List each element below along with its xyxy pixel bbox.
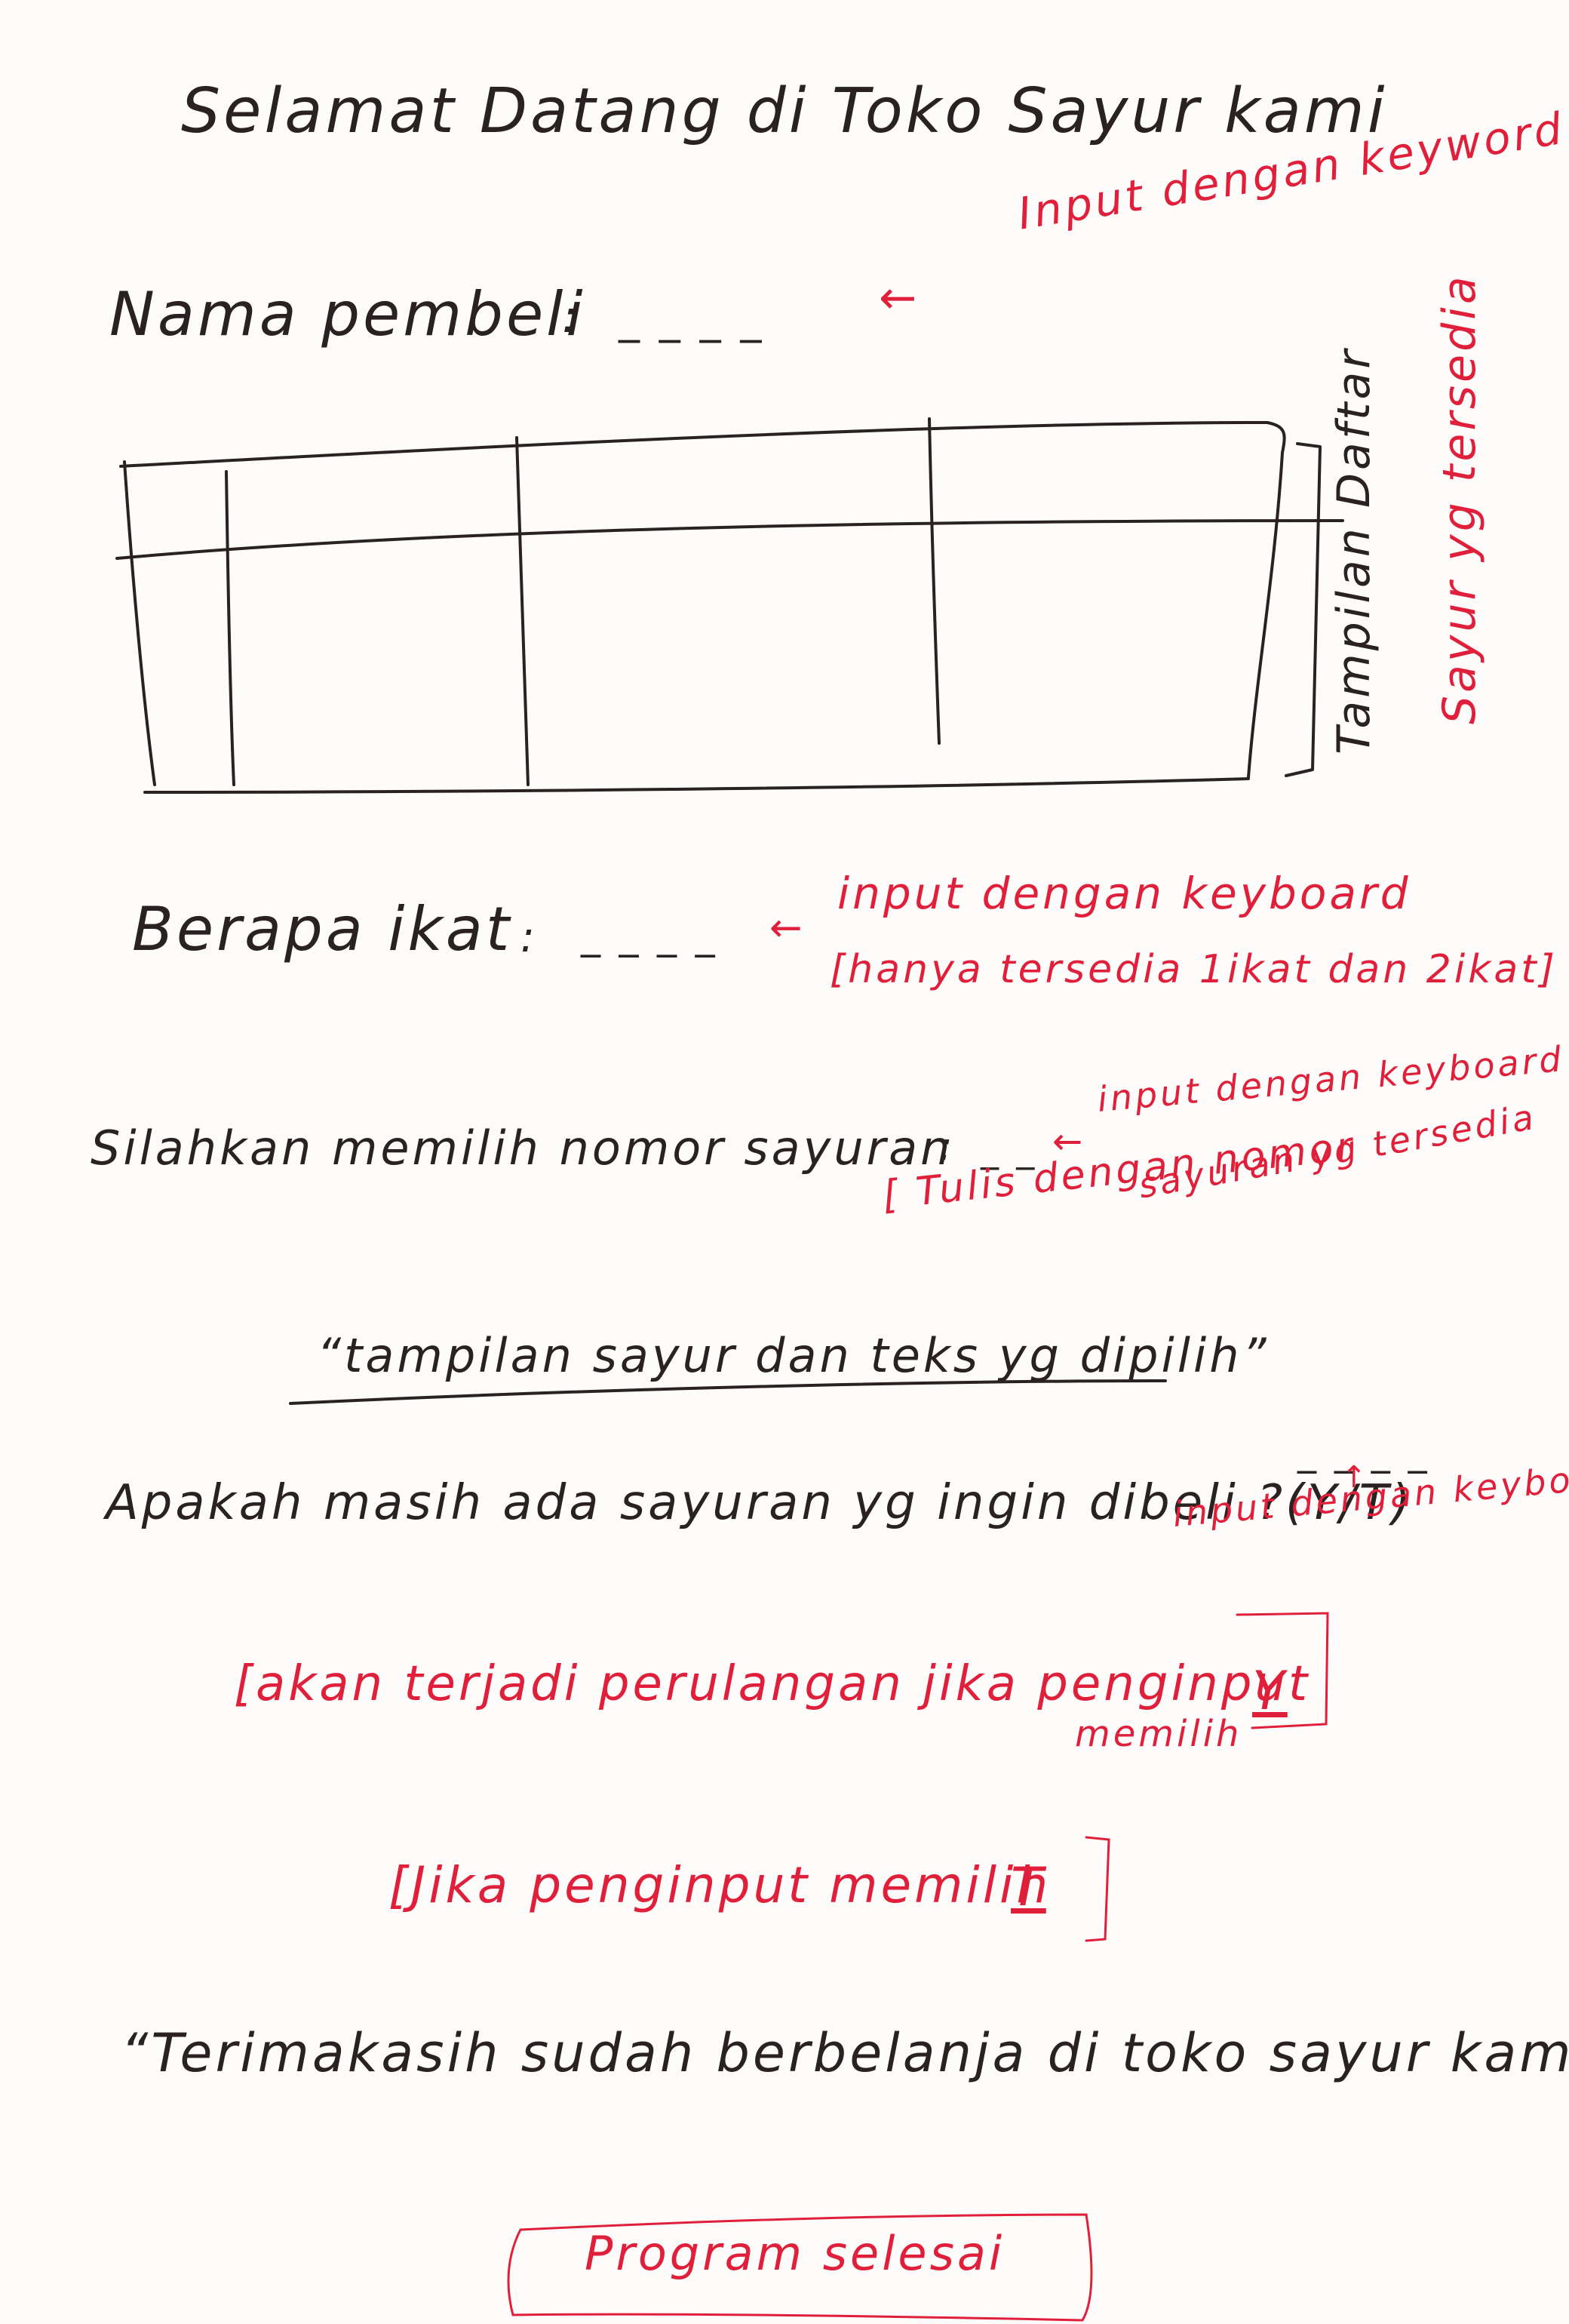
bundles-colon: :	[520, 913, 538, 962]
table-right-border	[1247, 451, 1284, 779]
more-question-label: Apakah masih ada sayuran yg ingin dibeli…	[106, 1475, 1414, 1531]
bundles-label: Berapa ikat	[132, 894, 513, 964]
exit-note-choice: T	[1011, 1856, 1046, 1918]
buyer-input-blank[interactable]: _ _ _ _	[619, 294, 765, 343]
bundles-note: input dengan keyboard	[837, 868, 1411, 919]
loop-note-line2: memilih	[1075, 1713, 1242, 1755]
end-label: Program selesai	[585, 2226, 1006, 2281]
table-col-1	[225, 470, 235, 786]
table-left-border	[123, 460, 156, 786]
thanks-message: “Terimakasih sudah berbelanja di toko sa…	[121, 2022, 1569, 2084]
vegetable-table	[115, 417, 1344, 794]
table-side-bracket	[1285, 442, 1322, 777]
buyer-label: Nama pembeli	[109, 279, 586, 349]
table-top-border	[119, 421, 1286, 468]
loop-note-bracket	[1236, 1612, 1329, 1729]
bundles-arrow-icon: ←	[769, 905, 806, 951]
veg-number-label: Silahkan memilih nomor sayuran	[91, 1120, 953, 1176]
exit-note-bracket	[1085, 1836, 1110, 1942]
end-box	[507, 2213, 1093, 2322]
table-note-line2: Sayur yg tersedia	[1433, 273, 1486, 724]
page-title: Selamat Datang di Toko Sayur kami	[181, 75, 1388, 147]
table-col-3	[928, 417, 941, 745]
veg-number-input-blank[interactable]: _ _	[981, 1128, 1038, 1170]
display-placeholder: “tampilan sayur dan teks yg dipilih”	[317, 1328, 1270, 1383]
exit-note-text: [Jika penginput memilih	[388, 1856, 1052, 1914]
loop-note-line1: [akan terjadi perulangan jika penginput	[234, 1656, 1311, 1712]
more-question-arrow-icon: ↑	[1341, 1460, 1370, 1495]
table-note-line1: Tampilan Daftar	[1328, 347, 1380, 755]
placeholder-underline	[289, 1379, 1167, 1405]
veg-number-arrow-icon: ←	[1052, 1120, 1086, 1163]
bundles-constraint: [hanya tersedia 1ikat dan 2ikat]	[830, 947, 1558, 992]
buyer-arrow-icon: ←	[879, 272, 920, 324]
bundles-input-blank[interactable]: _ _ _ _	[581, 913, 718, 958]
buyer-colon: :	[562, 290, 581, 343]
more-question-input-blank[interactable]: _ _ _ _	[1297, 1430, 1430, 1474]
table-header-line	[115, 519, 1344, 560]
loop-note-choice: Y	[1252, 1660, 1288, 1722]
table-col-2	[515, 436, 530, 786]
table-bottom-border	[143, 777, 1250, 794]
veg-number-colon: :	[939, 1124, 956, 1170]
